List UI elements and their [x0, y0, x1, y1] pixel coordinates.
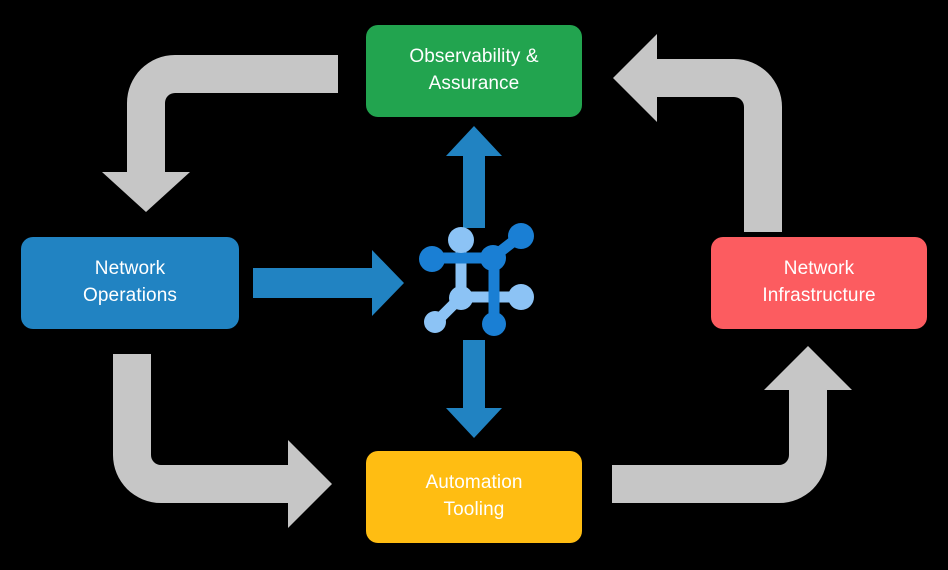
node-network-infrastructure-label: Network Infrastructure: [762, 258, 876, 306]
blue-arrow-center-to-observability: [446, 126, 502, 228]
network-topology-icon: [419, 223, 534, 336]
node-observability-label: Observability & Assurance: [409, 46, 539, 94]
node-observability-assurance[interactable]: Observability & Assurance: [366, 25, 582, 117]
network-node-left-dark: [419, 246, 445, 272]
network-node-hub-light: [449, 286, 473, 310]
node-network-operations[interactable]: Network Operations: [21, 237, 239, 329]
network-icon-dark-nodes: [419, 223, 534, 336]
node-automation-tooling[interactable]: Automation Tooling: [366, 451, 582, 543]
node-network-infrastructure[interactable]: Network Infrastructure: [711, 237, 927, 329]
blue-arrow-center-to-automation: [446, 340, 502, 438]
network-node-top-light: [448, 227, 474, 253]
network-node-bottom-left-light: [424, 311, 446, 333]
network-node-hub-dark: [480, 245, 506, 271]
gray-arrow-automation-to-infrastructure: [612, 346, 852, 503]
blue-arrow-operations-to-center: [253, 250, 404, 316]
gray-arrow-operations-to-automation: [113, 354, 332, 528]
network-icon-light-nodes: [424, 227, 534, 333]
network-node-right-light: [508, 284, 534, 310]
gray-arrow-infrastructure-to-observability: [613, 34, 782, 232]
network-node-top-right-dark: [508, 223, 534, 249]
node-automation-tooling-label: Automation Tooling: [425, 472, 523, 520]
network-node-bottom-dark: [482, 312, 506, 336]
gray-arrow-observability-to-operations: [102, 55, 338, 212]
node-network-operations-label: Network Operations: [83, 258, 177, 306]
